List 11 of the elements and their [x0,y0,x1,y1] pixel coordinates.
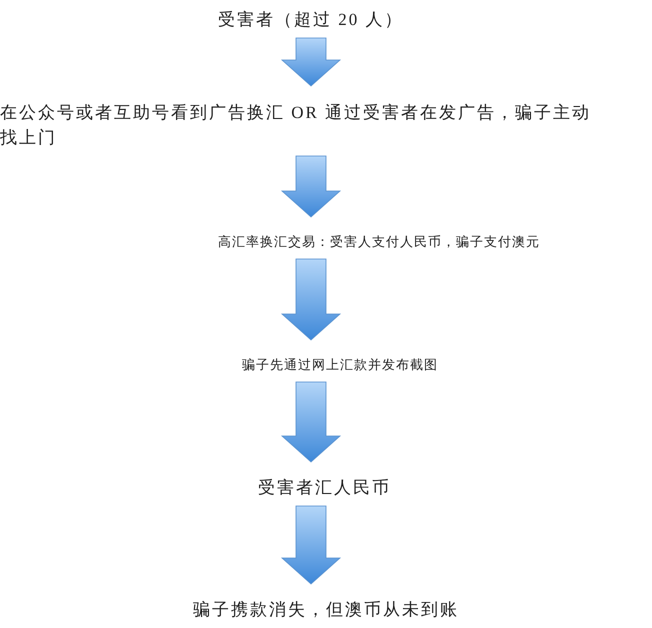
step-text: 高汇率换汇交易：受害人支付人民币，骗子支付澳元 [218,231,540,253]
step-text: 骗子先通过网上汇款并发布截图 [242,354,438,376]
block-arrow [280,506,342,585]
block-arrow [280,156,342,218]
step-text: 受害者（超过 20 人） [218,8,404,32]
block-arrow [280,382,342,463]
step-text: 在公众号或者互助号看到广告换汇 OR 通过受害者在发广告，骗子主动找上门 [0,100,600,150]
block-arrow [280,38,342,87]
step-text: 受害者汇人民币 [258,476,391,500]
block-arrow [280,258,342,341]
step-text: 骗子携款消失，但澳币从未到账 [193,598,459,622]
